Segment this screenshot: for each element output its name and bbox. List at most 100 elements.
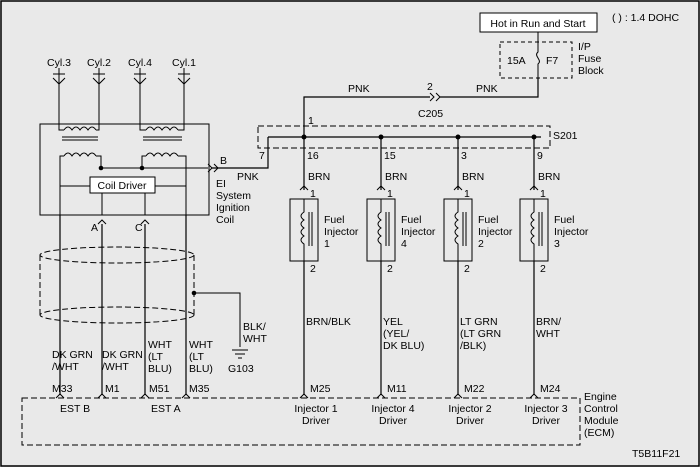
wire-m51-color-2: (LT	[148, 351, 164, 363]
injector-2-wire-color-1: YEL	[383, 316, 403, 328]
ecm-coil-pins: M33 M1 M51 M35 EST B EST A	[52, 383, 210, 415]
injector-3-driver-1: Injector 2	[448, 403, 491, 415]
injector-2-splice-pin: 15	[384, 150, 396, 162]
cyl-1-label: Cyl.1	[172, 57, 196, 69]
injector-2-driver-2: Driver	[379, 415, 408, 427]
injector-4-name-2: Injector	[554, 226, 589, 238]
injector-4-solenoid-icon	[530, 199, 543, 261]
coil-terminal-b: B	[220, 155, 227, 167]
injector-1-wire-color-1: BRN/BLK	[306, 316, 351, 328]
injector-2-feed-color: BRN	[385, 171, 407, 183]
c205-pin-1: 1	[308, 115, 314, 127]
injector-2-bottom-pin: 2	[387, 263, 393, 275]
injector-4-feed-color: BRN	[538, 171, 560, 183]
injector-3-bottom-pin: 2	[464, 263, 470, 275]
fuse-block-outline	[499, 41, 573, 79]
coil-driver-box	[89, 176, 156, 194]
corner-note: ( ) : 1.4 DOHC	[612, 12, 680, 24]
injector-3-name-3: 2	[478, 238, 484, 250]
pnk-label-left: PNK	[348, 83, 370, 95]
pnk-wire-fuse	[440, 78, 539, 98]
ignition-coil-outline	[39, 123, 210, 216]
est-b-label: EST B	[60, 403, 90, 415]
wire-m33-color-2: /WHT	[52, 361, 79, 373]
injector-4-driver-1: Injector 3	[524, 403, 567, 415]
injector-2-ecm-pin: M11	[387, 383, 407, 395]
cyl-4-label: Cyl.4	[128, 57, 152, 69]
wire-m35-color-1: WHT	[189, 339, 213, 351]
coil-terminal-a: A	[91, 222, 98, 234]
injector-2-wire-color-3: DK BLU)	[383, 340, 424, 352]
injector-4-ecm-pin: M24	[540, 383, 561, 395]
ecm-label-2: Control	[584, 403, 618, 415]
injector-3-ecm-pin: M22	[464, 383, 485, 395]
injector-4-name-1: Fuel	[554, 214, 574, 226]
coil-terminal-c: C	[135, 222, 143, 234]
ground-wire-2: WHT	[243, 333, 267, 345]
pnk-wire-c205	[303, 96, 430, 137]
injector-2-name-2: Injector	[401, 226, 436, 238]
wire-m33-color-1: DK GRN	[52, 349, 93, 361]
coil-a-connector-symbol	[97, 219, 107, 225]
coil-primary-windings	[59, 152, 208, 187]
injector-1-solenoid-icon	[300, 199, 313, 261]
injector-3-wire-color-1: LT GRN	[460, 316, 498, 328]
wire-m51-color-1: WHT	[148, 339, 172, 351]
wire-m51-color-3: BLU)	[148, 363, 172, 375]
c205-label: C205	[418, 108, 443, 120]
coil-wire-labels: DK GRN /WHT DK GRN /WHT WHT (LT BLU) WHT…	[52, 339, 213, 375]
injector-1-name-1: Fuel	[324, 214, 344, 226]
injector-4-wire-color-1: BRN/	[536, 316, 561, 328]
injector-4-splice-pin: 9	[537, 150, 543, 162]
c205-pin-2: 2	[427, 81, 433, 93]
fuse-f7-symbol	[536, 42, 540, 78]
wire-m35-color-2: (LT	[189, 351, 205, 363]
figure-code: T5B11F21	[632, 448, 680, 460]
connector-c205-symbol	[429, 92, 441, 102]
pnk-label-coil: PNK	[237, 171, 259, 183]
injector-4-name-3: 3	[554, 238, 560, 250]
injector-2-name-1: Fuel	[401, 214, 421, 226]
injector-4-driver-2: Driver	[532, 415, 561, 427]
injector-2-ecm-connector	[376, 393, 386, 399]
pnk-wire-coil-b	[212, 137, 269, 169]
injector-4-ecm-connector	[529, 393, 539, 399]
injector-3-name-2: Injector	[478, 226, 513, 238]
power-source-label: Hot in Run and Start	[490, 18, 585, 30]
coil-label-1: EI	[216, 178, 226, 190]
injector-2-name-3: 4	[401, 238, 407, 250]
injector-2-top-connector	[376, 185, 386, 191]
injector-1-feed-color: BRN	[308, 171, 330, 183]
injector-3-feed-color: BRN	[462, 171, 484, 183]
ecm-label-4: (ECM)	[584, 427, 614, 439]
twisted-pair-shield	[39, 246, 195, 324]
cyl-2-label: Cyl.2	[87, 57, 111, 69]
ecm-label-1: Engine	[584, 391, 617, 403]
injector-1-name-3: 1	[324, 238, 330, 250]
fuse-block-label-3: Block	[578, 65, 604, 77]
pnk-label-right: PNK	[476, 83, 498, 95]
wire-m1-color-1: DK GRN	[102, 349, 143, 361]
ecm-pin-m1: M1	[105, 383, 120, 395]
fuse-rating: 15A	[507, 55, 526, 67]
ecm-pin-m35: M35	[189, 383, 210, 395]
injector-3-ecm-connector	[453, 393, 463, 399]
injector-3-wire-color-2: (LT GRN	[460, 328, 501, 340]
coil-label-3: Ignition	[216, 202, 250, 214]
injector-1-driver-1: Injector 1	[294, 403, 337, 415]
splice-s201-label: S201	[553, 130, 578, 142]
injector-3-wire-color-3: /BLK)	[460, 340, 486, 352]
injector-4-top-connector	[529, 185, 539, 191]
injector-3-driver-2: Driver	[456, 415, 485, 427]
wire-m35-color-3: BLU)	[189, 363, 213, 375]
injector-1-top-pin: 1	[310, 188, 316, 200]
injector-2-solenoid-icon	[377, 199, 390, 261]
ground-wire-1: BLK/	[243, 321, 266, 333]
fuse-block-label-2: Fuse	[578, 53, 602, 65]
splice-s201-outline	[257, 125, 551, 149]
injector-1-bottom-pin: 2	[310, 263, 316, 275]
coil-secondary-windings	[52, 68, 191, 141]
